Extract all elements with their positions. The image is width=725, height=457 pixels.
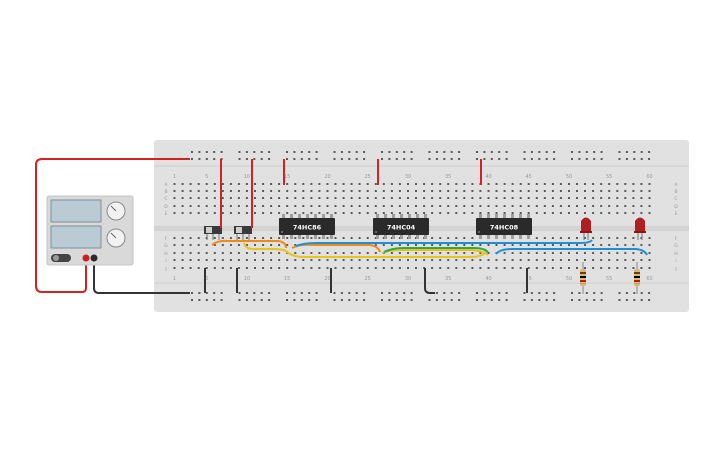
row-letter-left: A — [164, 182, 168, 188]
row-letter-right: B — [674, 189, 677, 195]
column-number-top: 15 — [284, 174, 290, 180]
row-letter-left: C — [164, 196, 167, 202]
bench-power-supply-icon — [46, 195, 134, 266]
yellow-wire-2[interactable] — [285, 250, 487, 258]
column-number-bottom: 60 — [646, 276, 652, 282]
blue-wire-2[interactable] — [495, 248, 648, 256]
column-number-bottom: 1 — [173, 276, 176, 282]
slide-switch-icon — [234, 226, 252, 240]
row-letter-left: J — [164, 266, 166, 272]
slide-switch-2[interactable] — [234, 226, 252, 240]
slide-switch-1[interactable] — [204, 226, 222, 240]
row-letter-left: H — [164, 251, 167, 257]
column-number-bottom: 30 — [405, 276, 411, 282]
row-letter-right: F — [675, 236, 678, 242]
resistor-icon — [580, 262, 586, 294]
row-letter-right: C — [674, 196, 677, 202]
chip-label: 74HC86 — [293, 224, 322, 232]
row-letter-left: F — [165, 236, 168, 242]
resistor-1[interactable] — [580, 262, 586, 294]
chip-74hc86[interactable]: 74HC86 — [279, 214, 335, 239]
chip-label: 74HC08 — [490, 224, 519, 232]
green-wire-1[interactable] — [383, 247, 489, 253]
row-letter-right: H — [674, 251, 677, 257]
row-letter-right: G — [674, 243, 678, 249]
row-letter-left: B — [164, 189, 167, 195]
power-supply[interactable] — [46, 195, 134, 266]
column-number-bottom: 25 — [365, 276, 371, 282]
row-letter-right: E — [675, 211, 678, 217]
chip-74hc04[interactable]: 74HC04 — [373, 214, 429, 239]
row-letter-left: G — [164, 243, 168, 249]
row-letter-right: D — [674, 204, 678, 210]
resistor-icon — [634, 262, 640, 294]
column-number-top: 25 — [365, 174, 371, 180]
row-letter-left: E — [165, 211, 168, 217]
column-number-bottom: 20 — [324, 276, 330, 282]
column-number-top: 40 — [485, 174, 491, 180]
column-number-bottom: 45 — [526, 276, 532, 282]
column-number-top: 1 — [173, 174, 176, 180]
row-letter-left: D — [164, 204, 168, 210]
black-wire-main[interactable] — [93, 259, 190, 294]
resistor-2[interactable] — [634, 262, 640, 294]
column-number-bottom: 50 — [566, 276, 572, 282]
led-icon — [580, 217, 592, 240]
column-number-bottom: 5 — [205, 276, 208, 282]
wires[interactable] — [35, 158, 648, 294]
led-1[interactable] — [580, 217, 592, 241]
chip-label: 74HC04 — [387, 224, 416, 232]
chip-74hc08[interactable]: 74HC08 — [476, 214, 532, 239]
column-number-top: 50 — [566, 174, 572, 180]
row-letter-left: I — [165, 258, 166, 264]
slide-switch-icon — [204, 226, 222, 240]
row-letter-right: I — [675, 258, 676, 264]
blue-wire-1[interactable] — [295, 239, 593, 247]
column-number-top: 10 — [244, 174, 250, 180]
column-number-top: 55 — [606, 174, 612, 180]
column-number-top: 60 — [646, 174, 652, 180]
column-number-top: 20 — [324, 174, 330, 180]
red-wire-main[interactable] — [35, 158, 190, 293]
row-letter-right: J — [674, 266, 676, 272]
column-number-top: 45 — [526, 174, 532, 180]
column-number-bottom: 10 — [244, 276, 250, 282]
column-number-bottom: 40 — [485, 276, 491, 282]
column-number-bottom: 15 — [284, 276, 290, 282]
led-icon — [634, 217, 646, 240]
yellow-wire-1[interactable] — [243, 242, 287, 252]
black-wire-4[interactable] — [424, 268, 435, 294]
column-number-top: 30 — [405, 174, 411, 180]
column-number-bottom: 35 — [445, 276, 451, 282]
column-number-top: 5 — [205, 174, 208, 180]
column-number-top: 35 — [445, 174, 451, 180]
column-number-bottom: 55 — [606, 276, 612, 282]
led-2[interactable] — [634, 217, 646, 241]
orange-wire-1[interactable] — [211, 239, 287, 249]
row-letter-right: A — [674, 182, 678, 188]
